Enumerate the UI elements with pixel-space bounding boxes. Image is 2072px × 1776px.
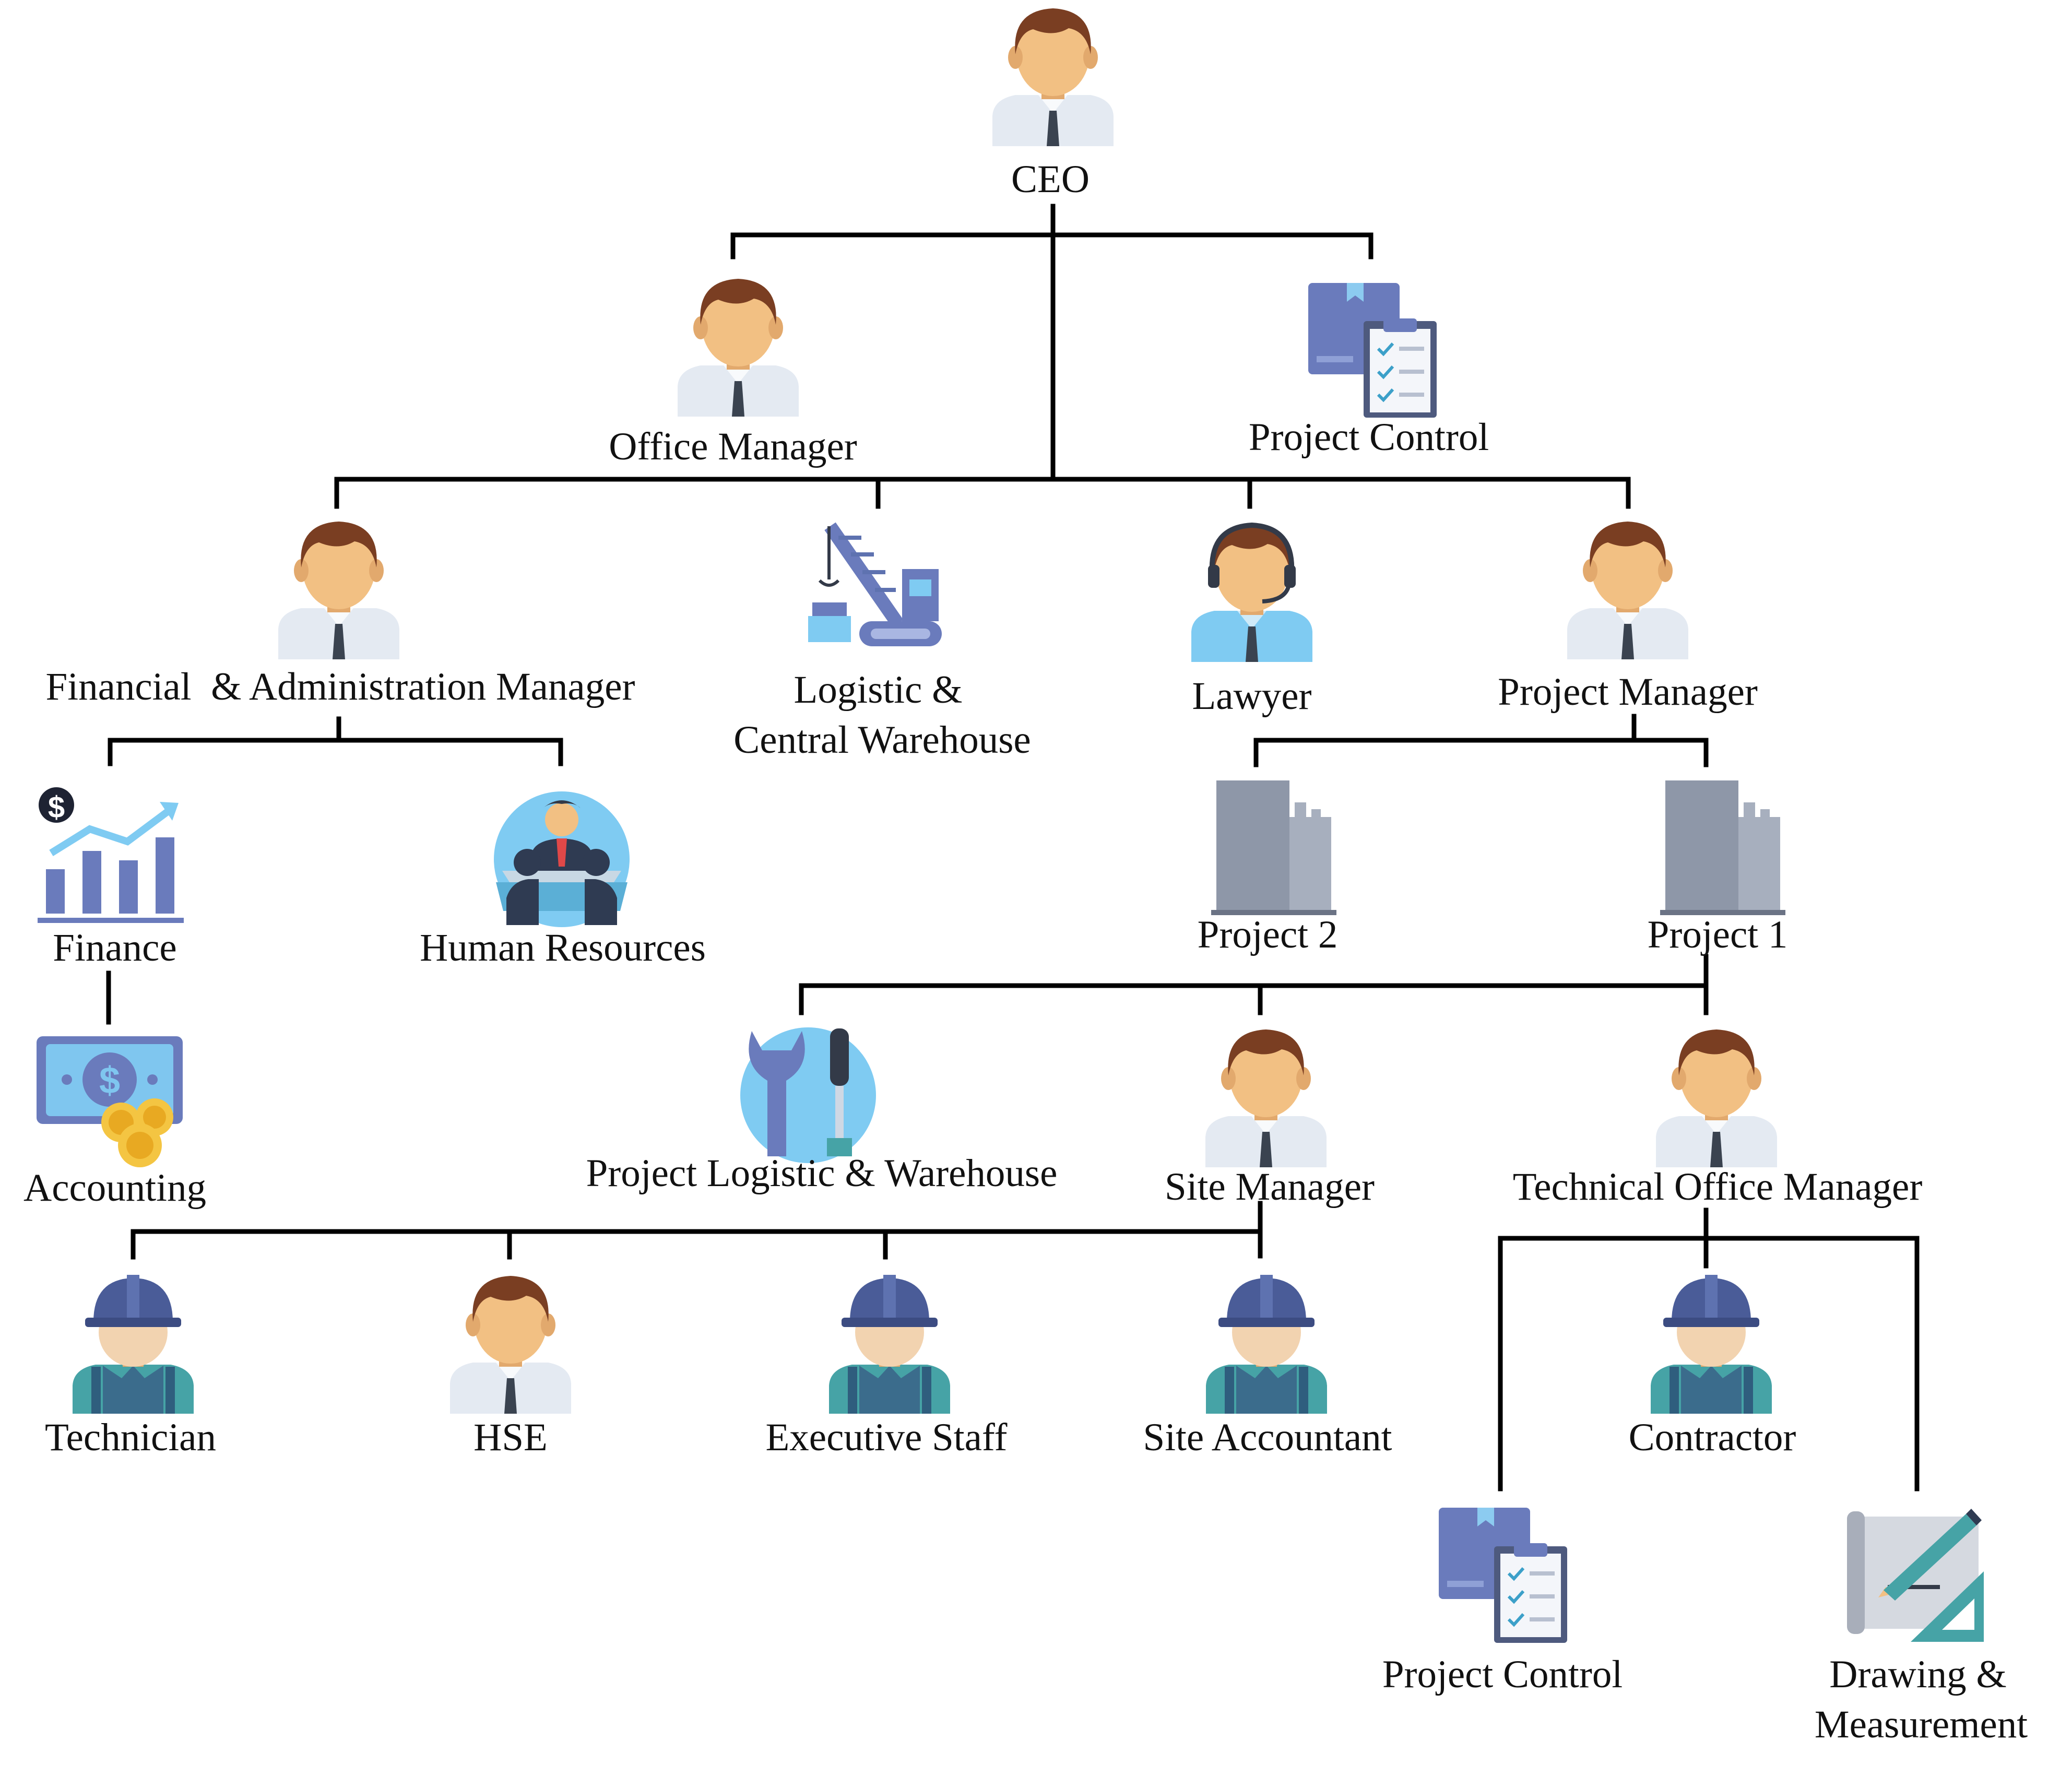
node-label: Finance [53, 926, 176, 969]
project-logistic-warehouse-node[interactable]: Project Logistic & Warehouse [586, 1027, 1058, 1195]
node-label: Site Accountant [1143, 1416, 1392, 1459]
accounting-node[interactable]: $ Accounting [23, 1036, 206, 1210]
svg-text:$: $ [99, 1060, 120, 1102]
project-2-node[interactable]: Project 2 [1198, 780, 1338, 956]
executive-staff-node[interactable]: Executive Staff [765, 1275, 1008, 1459]
node-label-line-1: Drawing & [1829, 1653, 2007, 1696]
node-label: CEO [1011, 158, 1090, 201]
growth-chart-icon: $ [38, 787, 184, 923]
node-label: Contractor [1629, 1416, 1796, 1459]
node-label-line-1: Logistic & [794, 668, 963, 712]
node-label: Lawyer [1192, 674, 1311, 718]
node-label: Executive Staff [765, 1416, 1007, 1459]
project-control-top-node[interactable]: Project Control [1249, 283, 1489, 459]
node-label: Project Control [1249, 416, 1489, 459]
node-label: Human Resources [420, 926, 706, 969]
worker-icon [829, 1275, 950, 1414]
manager-icon [992, 8, 1114, 146]
manager-icon [678, 279, 799, 417]
clipboard-checklist-icon [1439, 1508, 1567, 1643]
project-1-node[interactable]: Project 1 [1648, 780, 1788, 956]
node-label: Office Manager [609, 425, 857, 468]
manager-icon [450, 1276, 571, 1414]
node-label: Technical Office Manager [1513, 1165, 1923, 1209]
node-label: Accounting [23, 1166, 206, 1210]
crane-icon [808, 522, 942, 646]
fin-admin-manager-node[interactable]: Financial & Administration Manager [46, 522, 635, 708]
clipboard-checklist-icon [1308, 283, 1437, 418]
ceo-node[interactable]: CEO [992, 8, 1114, 201]
contractor-node[interactable]: Contractor [1629, 1275, 1796, 1459]
worker-icon [73, 1275, 194, 1414]
connector-lines [106, 204, 1920, 1491]
worker-icon [1651, 1275, 1772, 1414]
tools-icon [740, 1027, 876, 1163]
worker-icon [1206, 1275, 1327, 1414]
node-label: Financial & Administration Manager [46, 665, 635, 708]
drawing-measurement-node[interactable]: Drawing & Measurement [1815, 1509, 2028, 1746]
site-manager-node[interactable]: Site Manager [1165, 1029, 1375, 1209]
office-manager-node[interactable]: Office Manager [609, 279, 857, 468]
node-label: Project 2 [1198, 913, 1338, 956]
node-label: Site Manager [1165, 1165, 1375, 1209]
lawyer-node[interactable]: Lawyer [1191, 522, 1312, 718]
manager-icon [1205, 1029, 1327, 1167]
project-control-bottom-node[interactable]: Project Control [1382, 1508, 1623, 1696]
node-label-line-2: Measurement [1815, 1703, 2028, 1746]
technician-node[interactable]: Technician [45, 1275, 216, 1459]
building-icon [1211, 780, 1336, 915]
logistic-central-warehouse-node[interactable]: Logistic & Central Warehouse [733, 522, 1031, 762]
finance-node[interactable]: $ Finance [38, 787, 184, 969]
lawyer-headset-icon [1191, 522, 1312, 662]
node-label: Technician [45, 1416, 216, 1459]
project-manager-node[interactable]: Project Manager [1498, 522, 1758, 714]
node-label: Project 1 [1648, 913, 1788, 956]
technical-office-manager-node[interactable]: Technical Office Manager [1513, 1029, 1923, 1209]
hse-node[interactable]: HSE [450, 1276, 571, 1459]
drawing-ruler-icon [1847, 1509, 1984, 1642]
node-label: Project Control [1382, 1653, 1623, 1696]
node-label: HSE [473, 1416, 548, 1459]
node-label: Project Manager [1498, 670, 1758, 714]
svg-text:$: $ [48, 790, 65, 824]
building-icon [1660, 780, 1785, 915]
manager-icon [278, 522, 399, 659]
meeting-icon [494, 791, 630, 927]
node-label: Project Logistic & Warehouse [586, 1152, 1058, 1195]
manager-icon [1567, 522, 1688, 659]
node-label-line-2: Central Warehouse [733, 718, 1031, 762]
human-resources-node[interactable]: Human Resources [420, 791, 706, 969]
banknote-coins-icon: $ [37, 1036, 183, 1167]
manager-icon [1656, 1029, 1777, 1167]
site-accountant-node[interactable]: Site Accountant [1143, 1275, 1392, 1459]
